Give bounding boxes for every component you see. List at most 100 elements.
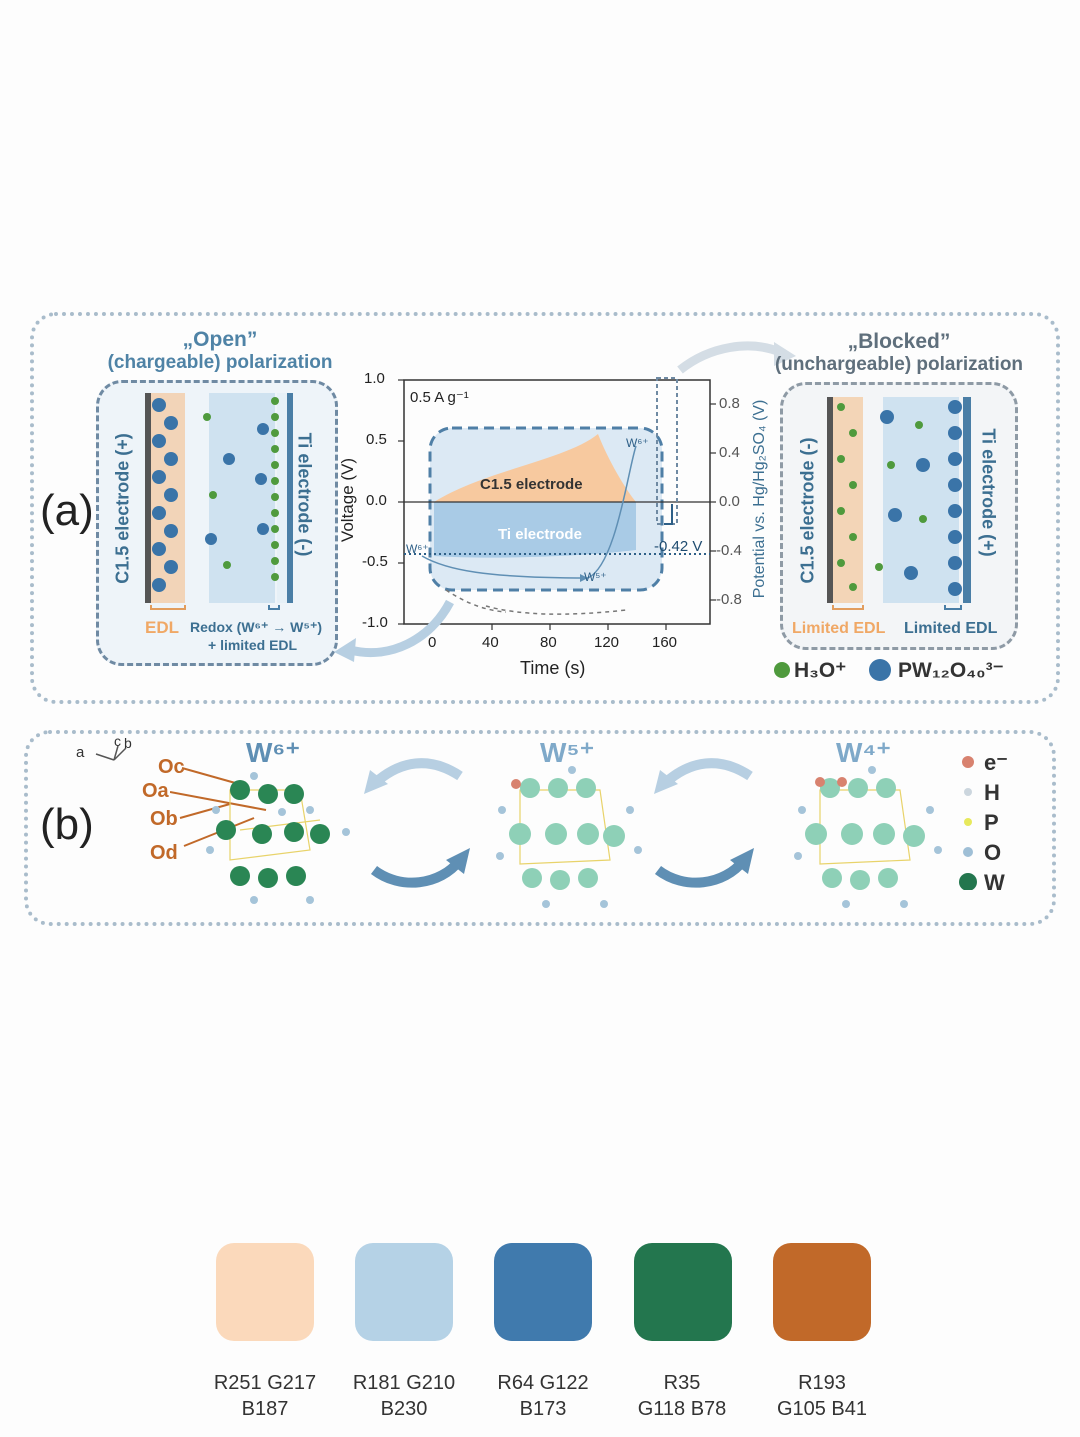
palette-label-5: R193 G105 B41 (752, 1370, 892, 1422)
c15-area-label: C1.5 electrode (480, 476, 583, 493)
palette-swatch-4 (634, 1243, 732, 1341)
blocked-heading: „Blocked” (unchargeable) polarization (772, 330, 1026, 376)
axis-b-label: b (124, 735, 132, 751)
marker-label: -0.42 V (654, 538, 703, 555)
panel-b-label: (b) (40, 800, 94, 849)
ytick-right-5: -0.8 (716, 591, 742, 608)
open-redox-label: Redox (W⁶⁺ → W⁵⁺) (190, 619, 323, 635)
voltage-chart (398, 377, 716, 630)
legend-electron-marker (962, 756, 974, 768)
legend-h-marker (964, 788, 972, 796)
ytick-left-2: 0.5 (366, 431, 387, 448)
legend-b-p: P (984, 810, 999, 835)
blocked-h3o-ions (837, 403, 927, 591)
palette-swatch-1 (216, 1243, 314, 1341)
legend-p-marker (964, 818, 972, 826)
oxygen-label-c: Oc (158, 756, 185, 778)
pw-legend-marker (869, 659, 891, 681)
palette-label-1-line2: B187 (241, 1398, 289, 1420)
blocked-cell-drawing (827, 397, 971, 610)
legend-b-o: O (984, 840, 1002, 865)
palette-label-2-line1: R181 G210 (352, 1372, 456, 1394)
legend-b-w: W (984, 870, 1005, 895)
axis-a-label: a (76, 744, 85, 761)
w4-electron-marker-2 (837, 777, 847, 787)
open-subtitle: (chargeable) polarization (107, 352, 333, 373)
legend-b-h: H (984, 780, 1000, 805)
blocked-cell (780, 382, 1018, 650)
legend-h3o: H₃O⁺ (794, 659, 847, 682)
palette-label-2: R181 G210 B230 (334, 1370, 474, 1422)
blocked-subtitle: (unchargeable) polarization (774, 354, 1024, 375)
legend-o-marker (963, 847, 973, 857)
ytick-left-4: -0.5 (362, 553, 388, 570)
w4-electron-marker-1 (815, 777, 825, 787)
oxygen-label-a: Oa (142, 780, 169, 802)
open-right-electrode-label: Ti electrode (-) (294, 432, 315, 557)
palette-label-5-line1: R193 (798, 1372, 846, 1394)
w6-state-label: W⁶⁺ (246, 737, 301, 768)
xtick-5: 160 (652, 634, 678, 651)
legend-b-electron: e⁻ (984, 750, 1008, 775)
xtick-4: 120 (594, 634, 620, 651)
w6-curve (587, 445, 637, 579)
w4-molecule (794, 766, 942, 908)
panel-a-frame (30, 312, 1060, 704)
palette-label-3-line2: B173 (519, 1398, 567, 1420)
ytick-left-5: -1.0 (362, 614, 388, 631)
oxygen-label-b: Ob (150, 808, 178, 830)
panel-a-arrows (334, 341, 796, 662)
w4-state-label: W⁴⁺ (836, 737, 892, 768)
blocked-limited-edl-left: Limited EDL (792, 620, 886, 637)
oxygen-label-d: Od (150, 842, 178, 864)
palette-swatch-3 (494, 1243, 592, 1341)
w5-state-label: W⁵⁺ (540, 737, 595, 768)
palette-label-2-line2: B230 (380, 1398, 428, 1420)
ytick-left-3: 0.0 (366, 492, 387, 509)
palette-label-5-line2: G105 B41 (776, 1398, 868, 1420)
palette-label-1: R251 G217 B187 (195, 1370, 335, 1422)
xtick-3: 80 (540, 634, 557, 651)
xtick-1: 0 (428, 634, 437, 651)
axis-c-label: c (114, 733, 121, 749)
panel-a-label: (a) (40, 486, 94, 535)
palette-swatch-5 (773, 1243, 871, 1341)
w6-molecule (170, 767, 350, 904)
legend-b-markers (959, 756, 977, 890)
blocked-right-electrode-label: Ti electrode (+) (978, 428, 999, 557)
legend-pw: PW₁₂O₄₀³⁻ (898, 659, 1004, 682)
ti-area-label: Ti electrode (498, 526, 582, 543)
w6-right-label: W⁶⁺ (626, 436, 649, 450)
open-cell-drawing (145, 393, 293, 610)
legend-a-markers (774, 659, 891, 681)
blocked-title: „Blocked” (847, 330, 951, 353)
ytick-left-1: 1.0 (364, 370, 385, 387)
ytick-right-3: 0.0 (719, 493, 740, 510)
blocked-limited-edl-right: Limited EDL (904, 620, 998, 637)
blocked-left-electrode-label: C1.5 electrode (-) (797, 437, 818, 584)
open-left-electrode-label: C1.5 electrode (+) (112, 433, 133, 584)
w5-label: W⁵⁺ (584, 570, 607, 584)
ti-area (434, 502, 636, 558)
h3o-legend-marker (774, 662, 790, 678)
ytick-right-4: -0.4 (716, 542, 742, 559)
open-title: „Open” (182, 328, 258, 351)
xlabel: Time (s) (520, 658, 586, 678)
ytick-right-1: 0.8 (719, 395, 740, 412)
open-pw-ions (152, 398, 269, 592)
palette-swatch-2 (355, 1243, 453, 1341)
palette-label-4: R35 G118 B78 (612, 1370, 752, 1422)
ytick-right-2: 0.4 (719, 444, 740, 461)
palette-label-4-line1: R35 (663, 1372, 701, 1394)
palette-label-1-line1: R251 G217 (213, 1372, 317, 1394)
open-limited-edl-label: + limited EDL (208, 637, 298, 653)
open-edl-label: EDL (145, 618, 179, 637)
panel-b-arrows (364, 758, 754, 888)
w5-curve (421, 555, 589, 579)
xtick-2: 40 (482, 634, 499, 651)
blocked-pw-ions (880, 400, 962, 596)
open-h3o-ions (203, 397, 279, 581)
legend-w-marker (959, 873, 977, 890)
palette-label-3: R64 G122 B173 (473, 1370, 613, 1422)
c15-area (434, 434, 636, 502)
